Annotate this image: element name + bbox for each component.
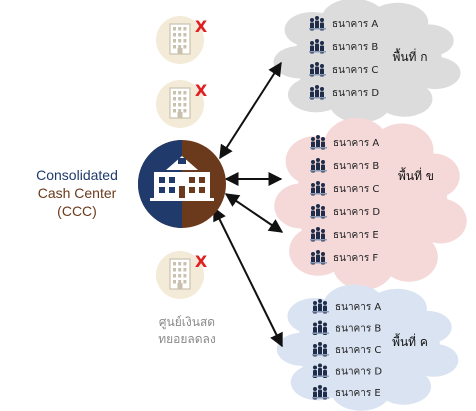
bank-item: ธนาคาร A [310, 135, 379, 150]
people-group-icon [309, 39, 326, 54]
bank-label: ธนาคาร C [333, 184, 379, 195]
area-label: พื้นที่ ค [392, 333, 428, 349]
people-group-icon [310, 158, 327, 173]
arrow-to-area-1 [219, 61, 282, 160]
bank-item: ธนาคาร D [310, 204, 380, 219]
bank-item: ธนาคาร B [312, 320, 381, 335]
people-group-icon [310, 204, 327, 219]
caption-line1: ศูนย์เงินสด [158, 315, 216, 329]
area-cloud-1: ธนาคาร A ธนาคาร B ธนาคาร C ธนาคาร D พื้นที่ … [273, 0, 461, 123]
bank-label: ธนาคาร E [335, 388, 381, 399]
office-building-icon: X [156, 80, 208, 128]
bank-label: ธนาคาร D [335, 367, 382, 378]
people-group-icon [310, 181, 327, 196]
people-group-icon [309, 16, 326, 31]
closed-x-icon: X [195, 81, 208, 100]
bank-label: ธนาคาร E [333, 230, 379, 241]
closed-x-icon: X [195, 17, 208, 36]
people-group-icon [310, 227, 327, 242]
area-cloud-3: ธนาคาร A ธนาคาร B ธนาคาร C ธนาคาร D ธนาคาร E… [276, 284, 459, 411]
bank-item: ธนาคาร E [312, 385, 381, 400]
bank-label: ธนาคาร C [332, 65, 378, 76]
bank-item: ธนาคาร D [309, 85, 379, 100]
bank-label: ธนาคาร D [332, 88, 379, 99]
bank-label: ธนาคาร A [332, 19, 378, 30]
people-group-icon [309, 62, 326, 77]
bank-item: ธนาคาร A [312, 299, 381, 314]
people-group-icon [312, 342, 329, 357]
people-group-icon [312, 299, 329, 314]
bank-label: ธนาคาร B [335, 324, 381, 335]
ccc-label-line1: Consolidated [36, 167, 118, 183]
ccc-label-line3: (CCC) [57, 203, 97, 219]
ccc-label: Consolidated Cash Center (CCC) [18, 166, 136, 220]
bank-label: ธนาคาร A [335, 302, 381, 313]
people-group-icon [310, 135, 327, 150]
people-group-icon [310, 250, 327, 265]
office-building-icon: X [156, 16, 208, 64]
bank-label: ธนาคาร C [335, 345, 381, 356]
arrow-to-area-3 [213, 206, 283, 348]
office-building-icon: X [156, 251, 208, 299]
people-group-icon [309, 85, 326, 100]
bank-item: ธนาคาร F [310, 250, 378, 265]
people-group-icon [312, 320, 329, 335]
ccc-label-line2: Cash Center [37, 185, 117, 201]
bank-item: ธนาคาร A [309, 16, 378, 31]
bank-item: ธนาคาร C [312, 342, 381, 357]
bank-item: ธนาคาร B [310, 158, 379, 173]
bank-label: ธนาคาร F [333, 253, 378, 264]
bank-label: ธนาคาร B [332, 42, 378, 53]
bank-label: ธนาคาร B [333, 161, 379, 172]
bank-item: ธนาคาร E [310, 227, 379, 242]
connection-arrows [213, 61, 284, 348]
bank-item: ธนาคาร C [309, 62, 378, 77]
bank-label: ธนาคาร A [333, 138, 379, 149]
area-cloud-2: ธนาคาร A ธนาคาร B ธนาคาร C ธนาคาร D ธนาคาร E… [274, 117, 467, 290]
caption-line2: ทยอยลดลง [158, 332, 216, 346]
bank-item: ธนาคาร D [312, 363, 382, 378]
arrow-to-area-2-bottom [224, 193, 284, 233]
closed-x-icon: X [195, 252, 208, 271]
ccc-icon [138, 140, 226, 228]
area-label: พื้นที่ ข [398, 167, 434, 183]
people-group-icon [312, 385, 329, 400]
people-group-icon [312, 363, 329, 378]
bank-item: ธนาคาร C [310, 181, 379, 196]
bank-item: ธนาคาร B [309, 39, 378, 54]
area-label: พื้นที่ ก [392, 48, 427, 64]
declining-cash-centers-caption: ศูนย์เงินสด ทยอยลดลง [132, 314, 242, 348]
bank-label: ธนาคาร D [333, 207, 380, 218]
